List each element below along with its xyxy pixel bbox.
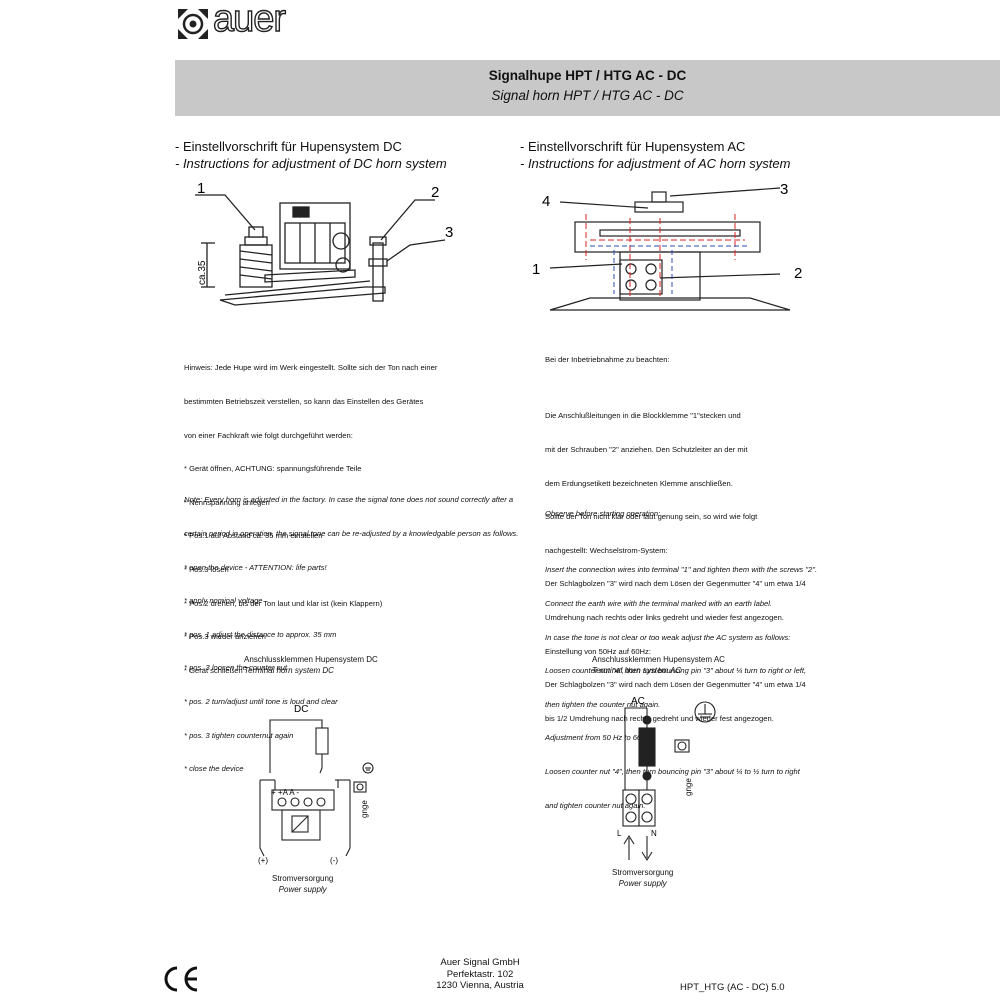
dc-note-de-line: * Pos.2 drehen, bis der Ton laut und kla… — [184, 598, 383, 608]
terminal-dc-title-german: Anschlussklemmen Hupensystem DC — [244, 655, 378, 664]
dc-note-en-line: certain period in operation, the signal … — [184, 529, 519, 539]
terminal-ac-caption: Anschlussklemmen Hupensystem AC Terminal… — [592, 654, 725, 676]
terminal-ac-wiring-diagram: AC L N gnge — [617, 696, 716, 862]
footer-street: Perfektastr. 102 — [446, 968, 514, 980]
terminal-ac-title-english: Terminal horn system AC — [592, 666, 682, 675]
dc-note-en-line: * open the device - ATTENTION: life part… — [184, 562, 327, 572]
dc-plus-label: (+) — [258, 856, 268, 865]
dc-heading-english: - Instructions for adjustment of DC horn… — [175, 156, 447, 171]
ac-horn-mechanism-drawing: 4 3 1 2 — [532, 181, 802, 311]
ac-callout-1: 1 — [532, 261, 540, 278]
ac-note-de-line: Der Schlagbolzen "3" wird nach dem Lösen… — [545, 579, 806, 589]
dc-earth-label: gnge — [360, 800, 369, 818]
ac-note-en-line: Connect the earth wire with the terminal… — [545, 599, 773, 609]
ac-supply-german: Stromversorgung — [612, 868, 674, 877]
dc-note-de-line: Hinweis: Jede Hupe wird im Werk eingeste… — [184, 363, 438, 373]
ac-note-de-line: Die Anschlußleitungen in die Blockklemme… — [545, 411, 741, 421]
footer-company: Auer Signal GmbH — [440, 957, 520, 968]
ac-heading-english: - Instructions for adjustment of AC horn… — [520, 156, 791, 171]
dc-horn-mechanism-drawing: 1 2 3 ca.35 — [195, 180, 453, 306]
footer-address: Auer Signal GmbH Perfektastr. 102 1230 V… — [400, 957, 560, 992]
ac-note-de-line: mit der Schrauben "2" anziehen. Den Schu… — [545, 445, 748, 455]
dc-callout-2: 2 — [431, 184, 439, 201]
ce-mark-icon — [164, 966, 198, 992]
ac-note-en-line: and tighten counter nut again. — [545, 800, 646, 810]
dc-minus-label: (-) — [330, 856, 338, 865]
ac-callout-2: 2 — [794, 265, 802, 282]
dc-note-de-line: * Pos.3 lösen — [184, 565, 229, 575]
dc-note-de-line: * Pos.1 auf Abstand ca. 35 mm einstellen — [184, 531, 323, 541]
dc-note-en-line: * pos. 1 adjust the distance to approx. … — [184, 629, 337, 639]
auer-logo: auer — [175, 0, 325, 46]
dc-note-de-line: * Pos.3 wieder anziehen — [184, 632, 266, 642]
ac-callout-3: 3 — [780, 181, 788, 198]
dc-note-de-line: * Gerät schließen — [184, 665, 243, 675]
ac-earth-label: gnge — [684, 778, 693, 796]
ac-supply-english: Power supply — [618, 879, 667, 888]
ac-note-de-line: Der Schlagbolzen "3" wird nach dem Lösen… — [545, 680, 806, 690]
terminal-dc-caption: Anschlussklemmen Hupensystem DC Terminal… — [244, 654, 378, 676]
dc-note-de-line: von einer Fachkraft wie folgt durchgefüh… — [184, 430, 353, 440]
ac-note-de-line: Bei der Inbetriebnahme zu beachten: — [545, 355, 670, 365]
ac-note-de-line: bis 1/2 Umdrehung nach rechts gedreht un… — [545, 713, 774, 723]
ac-note-en-line: then tighten the counter nut again. — [545, 699, 661, 709]
title-german: Signalhupe HPT / HTG AC - DC — [488, 68, 687, 83]
dc-note-de-line: bestimmten Betriebszeit verstellen, so k… — [184, 397, 424, 407]
title-english: Signal horn HPT / HTG AC - DC — [491, 88, 684, 103]
dc-callout-3: 3 — [445, 224, 453, 241]
ac-n-label: N — [651, 829, 657, 838]
dc-note-en-line: * pos. 3 loosen the counter nut — [184, 663, 288, 673]
dc-callout-1: 1 — [197, 180, 205, 197]
dc-power-supply-caption: Stromversorgung Power supply — [272, 873, 333, 895]
ac-note-en-line: Loosen counter nut "4", then turn bounci… — [545, 666, 807, 676]
footer-city: 1230 Vienna, Austria — [436, 980, 524, 991]
ac-note-de-line: Sollte der Ton nicht klar oder laut genu… — [545, 512, 758, 522]
ac-heading-german: - Einstellvorschrift für Hupensystem AC — [520, 139, 746, 154]
dc-note-en-line: Note: Every horn is adjusted in the fact… — [184, 495, 514, 505]
ac-note-de-line: dem Erdungsetikett bezeichneten Klemme a… — [545, 478, 733, 488]
dc-heading: - Einstellvorschrift für Hupensystem DC … — [175, 138, 447, 172]
dc-note-en-line: * close the device — [184, 764, 244, 774]
ac-note-de-line: nachgestellt: Wechselstrom-System: — [545, 545, 668, 555]
dc-supply-english: Power supply — [278, 885, 327, 894]
terminal-dc-title-english: Terminal horn system DC — [244, 666, 334, 675]
dc-note-de-line: * Gerät öffnen, ACHTUNG: spannungsführen… — [184, 464, 362, 474]
ac-heading: - Einstellvorschrift für Hupensystem AC … — [520, 138, 790, 172]
ac-note-de-line: Umdrehung nach rechts oder links gedreht… — [545, 613, 784, 623]
ac-note-en-line: Loosen counter nut "4", then turn bounci… — [545, 767, 800, 777]
dc-note-en-line: * apply nominal voltage — [184, 596, 263, 606]
ac-note-en-line: Observe before starting operation: — [545, 509, 661, 519]
dc-note-de-line: * Nennspannung anlegen — [184, 497, 270, 507]
dc-supply-german: Stromversorgung — [272, 874, 334, 883]
ac-note-english: Observe before starting operation: Inser… — [545, 486, 817, 822]
dc-note-english: Note: Every horn is adjusted in the fact… — [184, 472, 518, 786]
title-band: Signalhupe HPT / HTG AC - DC Signal horn… — [175, 60, 1000, 116]
ac-note-en-line: Insert the connection wires into termina… — [545, 565, 818, 575]
brand-wordmark: auer — [212, 0, 286, 41]
terminal-dc-wiring-diagram: DC + +A A - (+) (-) gnge — [258, 704, 374, 865]
dc-note-en-line: * pos. 3 tighten counternut again — [184, 730, 294, 740]
ac-l-label: L — [617, 829, 622, 838]
dc-note-en-line: * pos. 2 turn/adjust until tone is loud … — [184, 697, 338, 707]
ac-callout-4: 4 — [542, 193, 550, 210]
ac-note-de-line: Einstellung von 50Hz auf 60Hz: — [545, 646, 651, 656]
terminal-ac-title-german: Anschlussklemmen Hupensystem AC — [592, 655, 725, 664]
dc-dimension-label: ca.35 — [197, 260, 208, 285]
ac-note-en-line: In case the tone is not clear or too wea… — [545, 632, 791, 642]
auer-logo-mark-icon — [178, 9, 208, 39]
dc-terminal-marks: + +A A - — [271, 788, 299, 797]
footer-doc-id: HPT_HTG (AC - DC) 5.0 — [680, 982, 785, 993]
ac-power-supply-caption: Stromversorgung Power supply — [612, 867, 673, 889]
dc-note-german: Hinweis: Jede Hupe wird im Werk eingeste… — [184, 340, 437, 687]
ac-supply-label: AC — [631, 696, 645, 707]
ac-note-german: Bei der Inbetriebnahme zu beachten: Die … — [545, 332, 806, 735]
dc-supply-label: DC — [294, 704, 308, 715]
dc-heading-german: - Einstellvorschrift für Hupensystem DC — [175, 139, 402, 154]
